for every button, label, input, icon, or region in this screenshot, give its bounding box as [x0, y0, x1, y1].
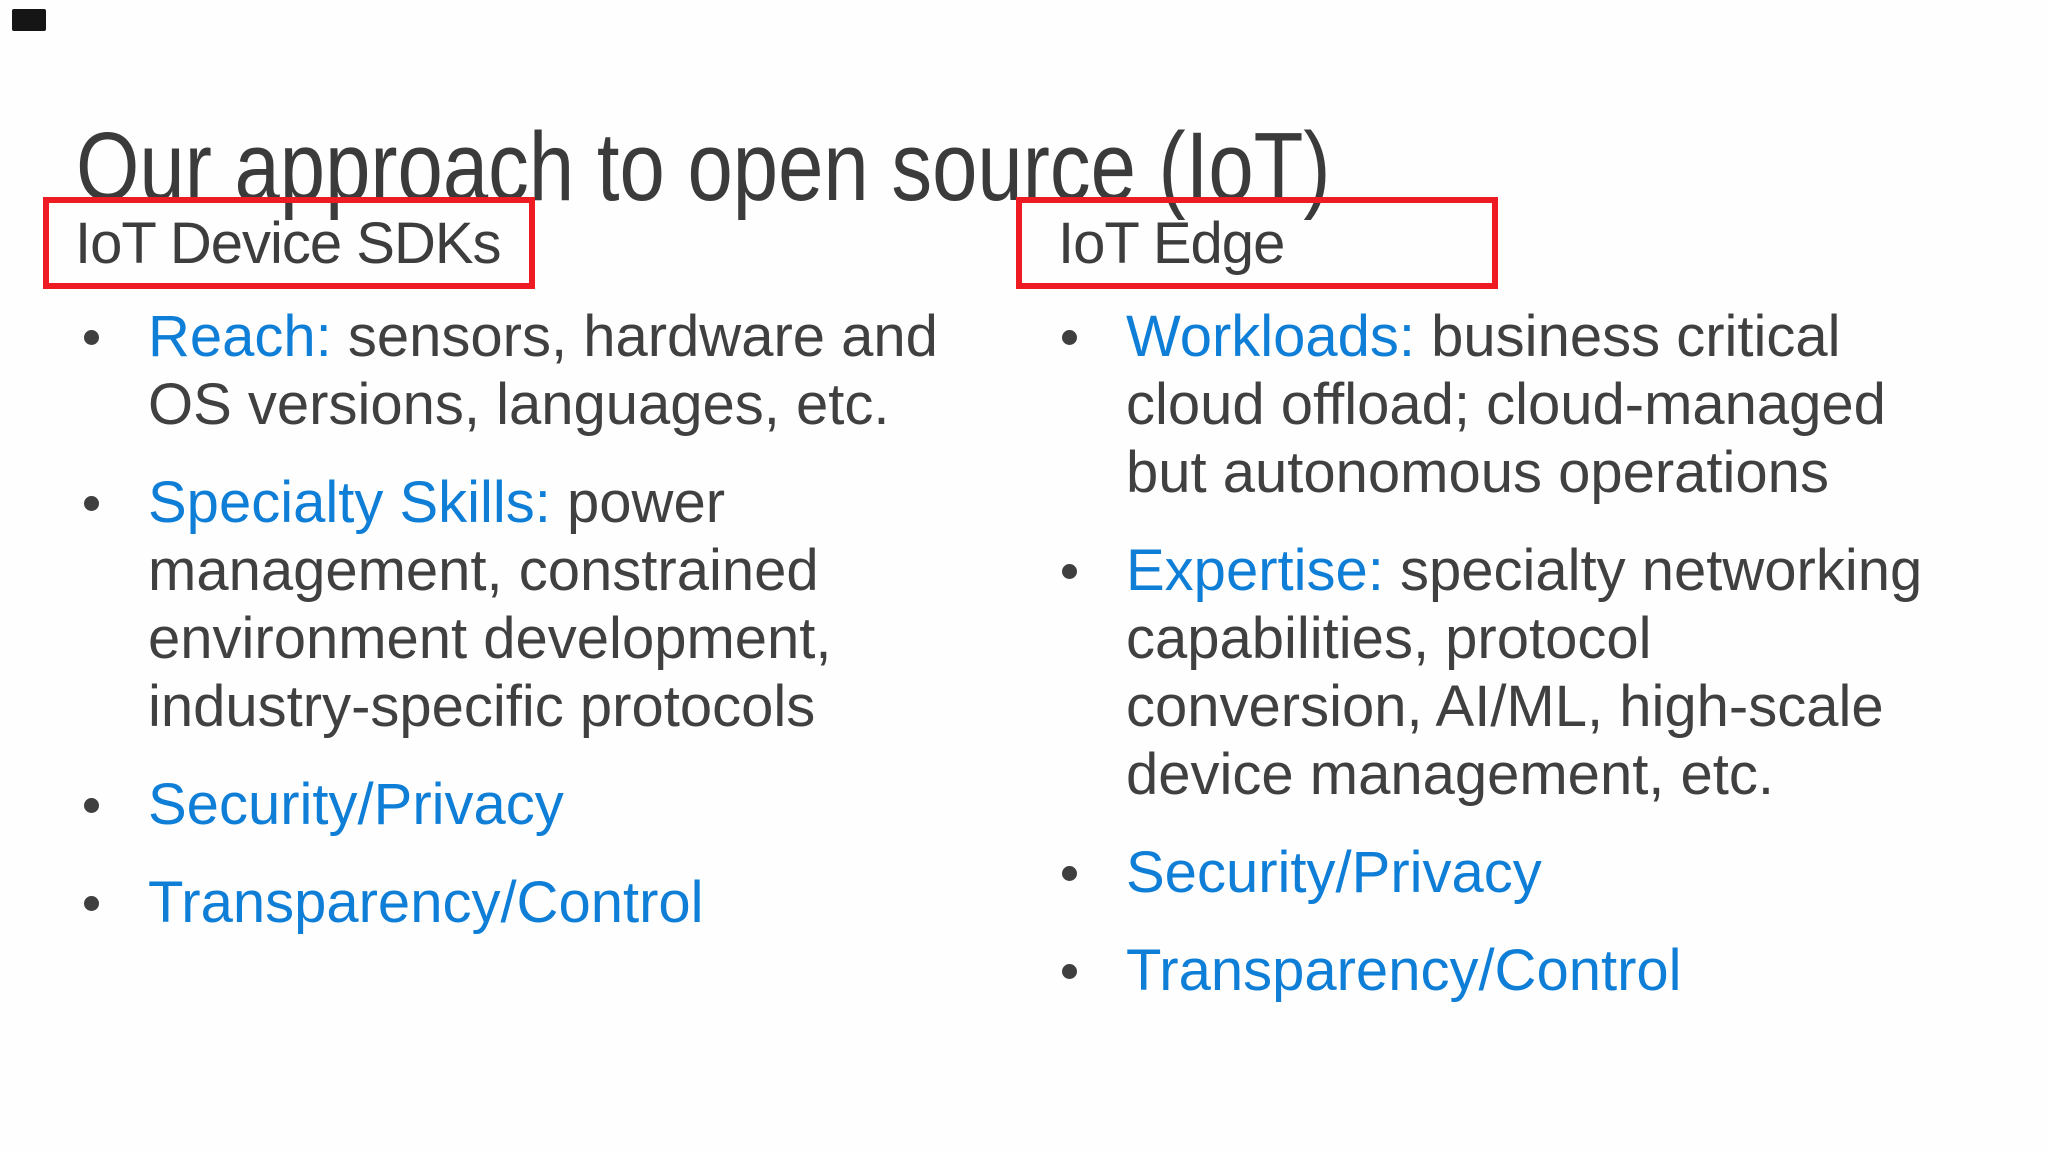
- item-lead: Transparency/Control: [148, 870, 704, 935]
- list-item: Workloads: business critical cloud offlo…: [1056, 303, 1986, 507]
- item-lead: Reach:: [148, 304, 332, 369]
- list-item: Security/Privacy: [78, 771, 1008, 839]
- bullet-icon: [1062, 564, 1077, 579]
- column-iot-device-sdks: Reach: sensors, hardware and OS versions…: [78, 303, 1018, 967]
- bullet-list: Reach: sensors, hardware and OS versions…: [78, 303, 1018, 937]
- bullet-icon: [84, 330, 99, 345]
- list-item: Reach: sensors, hardware and OS versions…: [78, 303, 1008, 439]
- bullet-icon: [84, 896, 99, 911]
- list-item: Transparency/Control: [78, 869, 1008, 937]
- list-item: Expertise: specialty networking capabili…: [1056, 537, 1986, 809]
- item-text: power management, constrained environmen…: [148, 470, 832, 739]
- item-text: sensors, hardware and OS versions, langu…: [148, 304, 938, 437]
- column-header-iot-device-sdks: IoT Device SDKs: [75, 210, 502, 276]
- column-iot-edge: Workloads: business critical cloud offlo…: [1056, 303, 1996, 1035]
- bullet-icon: [1062, 866, 1077, 881]
- item-lead: Transparency/Control: [1126, 938, 1682, 1003]
- bullet-list: Workloads: business critical cloud offlo…: [1056, 303, 1996, 1005]
- column-header-iot-edge: IoT Edge: [1058, 210, 1285, 276]
- corner-artifact: [12, 9, 46, 31]
- bullet-icon: [1062, 964, 1077, 979]
- bullet-icon: [84, 496, 99, 511]
- list-item: Transparency/Control: [1056, 937, 1986, 1005]
- bullet-icon: [84, 798, 99, 813]
- item-lead: Workloads:: [1126, 304, 1416, 369]
- item-text: specialty networking capabilities, proto…: [1126, 538, 1923, 807]
- item-lead: Specialty Skills:: [148, 470, 551, 535]
- item-lead: Security/Privacy: [148, 772, 564, 837]
- list-item: Specialty Skills: power management, cons…: [78, 469, 1008, 741]
- highlight-box-iot-device-sdks: IoT Device SDKs: [43, 197, 535, 289]
- highlight-box-iot-edge: IoT Edge: [1016, 197, 1498, 289]
- item-text: business critical cloud offload; cloud-m…: [1126, 304, 1886, 505]
- bullet-icon: [1062, 330, 1077, 345]
- item-lead: Security/Privacy: [1126, 840, 1542, 905]
- item-lead: Expertise:: [1126, 538, 1384, 603]
- list-item: Security/Privacy: [1056, 839, 1986, 907]
